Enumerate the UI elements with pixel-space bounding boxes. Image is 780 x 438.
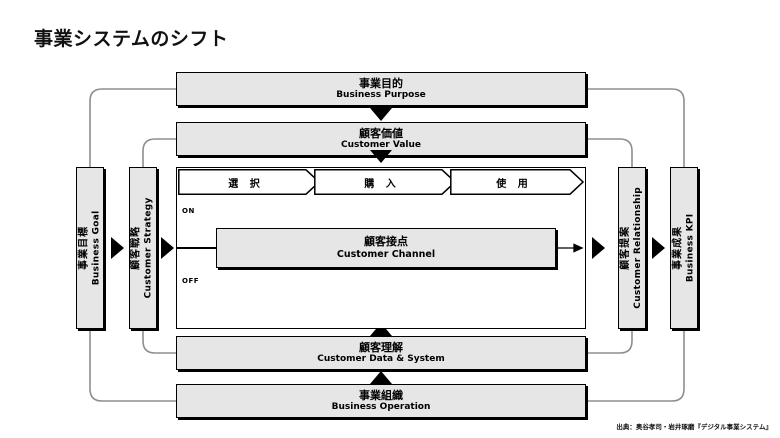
vbox-customer-relationship[interactable]: 顧客提案 Customer Relationship [618, 167, 646, 329]
stage-select[interactable]: 選 択 [178, 169, 320, 195]
bar-business-operation-jp: 事業組織 [359, 388, 403, 402]
arrow-right-relationship-to-kpi [652, 237, 665, 259]
vbox-business-goal[interactable]: 事業目標 Business Goal [76, 167, 104, 329]
box-customer-channel[interactable]: 顧客接点 Customer Channel [216, 228, 556, 268]
vbox-customer-relationship-en: Customer Relationship [632, 187, 643, 309]
stage-select-label: 選 択 [228, 178, 264, 190]
vbox-customer-strategy-en: Customer Strategy [143, 197, 154, 299]
source-credit: 出典：奥谷孝司・岩井琢磨『デジタル事業システム』 [616, 423, 772, 431]
bar-business-purpose-en: Business Purpose [336, 90, 426, 101]
bar-customer-data-system-en: Customer Data & System [317, 354, 445, 365]
stage-purchase-label: 購 入 [364, 178, 400, 190]
vbox-business-goal-jp: 事業目標 [78, 226, 90, 271]
arrow-right-goal-to-strategy [111, 237, 124, 259]
box-customer-channel-en: Customer Channel [336, 248, 436, 260]
arrow-up-operation-to-data [370, 371, 392, 384]
vbox-business-kpi-en: Business KPI [684, 213, 695, 283]
arrow-down-value-to-journey [370, 150, 392, 163]
label-on: ON [182, 207, 195, 215]
bar-customer-value-jp: 顧客価値 [359, 126, 403, 140]
stage-use[interactable]: 使 用 [450, 169, 584, 195]
on-off-divider-rule [177, 247, 217, 249]
vbox-customer-strategy-jp: 顧客戦略 [131, 226, 143, 270]
page-title: 事業システムのシフト [34, 28, 229, 50]
arrow-right-strategy-to-journey [161, 237, 174, 259]
bar-customer-data-system-jp: 顧客理解 [359, 340, 403, 354]
stage-purchase[interactable]: 購 入 [314, 169, 456, 195]
arrow-right-journey-to-relationship [592, 237, 605, 259]
bar-business-purpose-jp: 事業目的 [359, 76, 403, 90]
bar-business-purpose[interactable]: 事業目的 Business Purpose [176, 72, 586, 106]
bar-customer-data-system[interactable]: 顧客理解 Customer Data & System [176, 336, 586, 370]
label-off: OFF [182, 277, 200, 285]
vbox-customer-relationship-jp: 顧客提案 [620, 226, 632, 271]
bar-customer-value-en: Customer Value [340, 140, 422, 151]
stage-use-label: 使 用 [496, 178, 532, 190]
vbox-customer-strategy[interactable]: 顧客戦略 Customer Strategy [129, 167, 157, 329]
bar-business-operation-en: Business Operation [331, 402, 431, 413]
arrow-down-purpose-to-value [370, 108, 392, 121]
vbox-business-goal-en: Business Goal [90, 210, 101, 286]
vbox-business-kpi[interactable]: 事業成果 Business KPI [670, 167, 698, 329]
journey-stage-row: 選 択 購 入 使 用 [178, 169, 584, 195]
vbox-business-kpi-jp: 事業成果 [672, 226, 684, 270]
bar-business-operation[interactable]: 事業組織 Business Operation [176, 384, 586, 418]
box-customer-channel-jp: 顧客接点 [364, 235, 408, 249]
